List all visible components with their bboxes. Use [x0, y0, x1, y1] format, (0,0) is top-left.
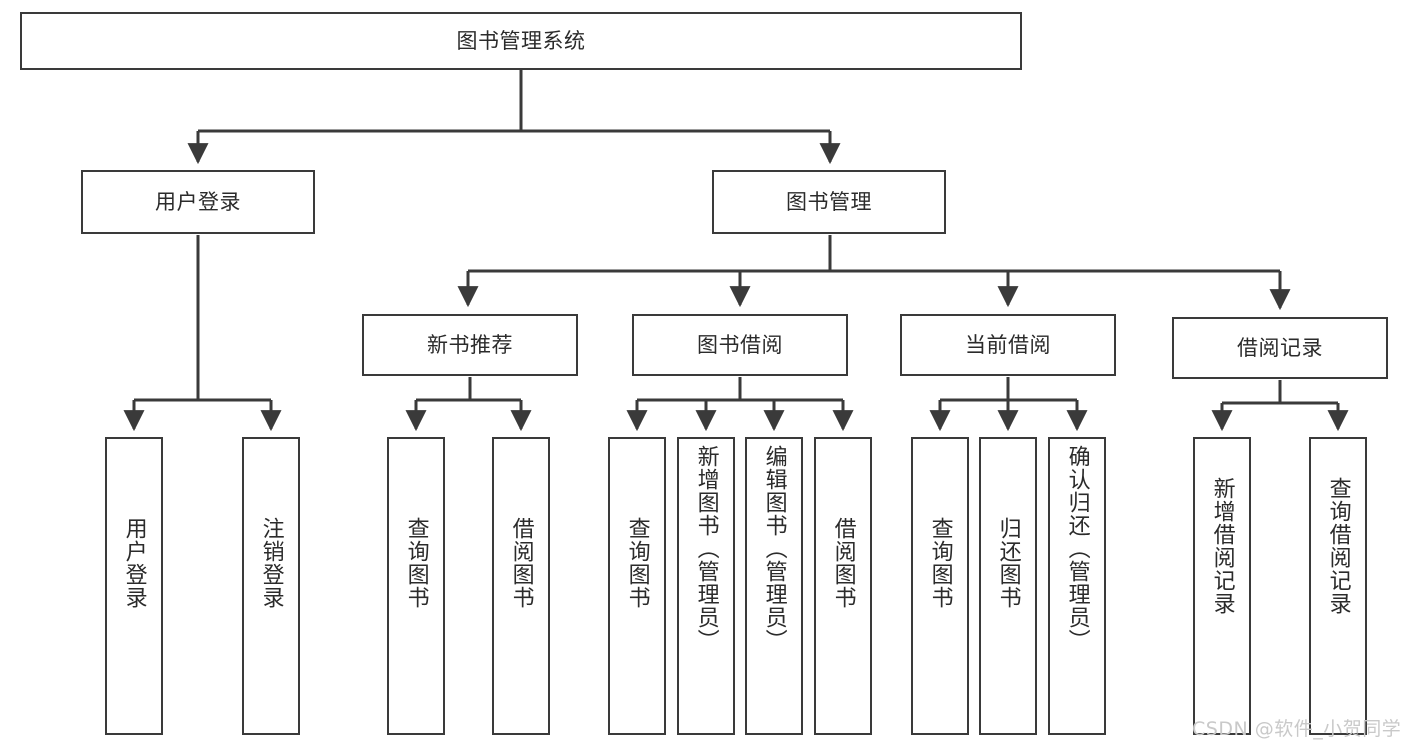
- node-leaf-query-record[interactable]: 查询借阅记录: [1309, 437, 1367, 735]
- node-leaf-user-login[interactable]: 用户登录: [105, 437, 163, 735]
- node-leaf-query-book-2-label: 查询图书: [624, 517, 650, 609]
- node-leaf-borrow-book-1-label: 借阅图书: [508, 517, 534, 609]
- node-leaf-user-logout-label: 注销登录: [258, 517, 284, 609]
- node-leaf-borrow-book-1[interactable]: 借阅图书: [492, 437, 550, 735]
- node-leaf-return-book-label: 归还图书: [995, 517, 1021, 609]
- node-leaf-confirm-return-label: 确认归还（管理员）: [1064, 445, 1090, 652]
- node-root[interactable]: 图书管理系统: [20, 12, 1022, 70]
- node-user-login-label: 用户登录: [155, 189, 241, 214]
- node-book-manage-label: 图书管理: [786, 189, 872, 214]
- node-current-borrow-label: 当前借阅: [965, 332, 1051, 357]
- node-leaf-query-book-1-label: 查询图书: [403, 517, 429, 609]
- node-book-borrow-label: 图书借阅: [697, 332, 783, 357]
- node-new-book-recommend[interactable]: 新书推荐: [362, 314, 578, 376]
- node-user-login[interactable]: 用户登录: [81, 170, 315, 234]
- node-leaf-borrow-book-2-label: 借阅图书: [830, 517, 856, 609]
- node-borrow-record[interactable]: 借阅记录: [1172, 317, 1388, 379]
- node-root-label: 图书管理系统: [456, 28, 586, 53]
- node-leaf-query-book-2[interactable]: 查询图书: [608, 437, 666, 735]
- node-borrow-record-label: 借阅记录: [1237, 335, 1323, 360]
- node-leaf-user-logout[interactable]: 注销登录: [242, 437, 300, 735]
- node-leaf-query-record-label: 查询借阅记录: [1325, 477, 1351, 615]
- node-leaf-add-record[interactable]: 新增借阅记录: [1193, 437, 1251, 735]
- node-leaf-user-login-label: 用户登录: [121, 517, 147, 609]
- node-leaf-add-book[interactable]: 新增图书（管理员）: [677, 437, 735, 735]
- node-leaf-edit-book[interactable]: 编辑图书（管理员）: [745, 437, 803, 735]
- node-leaf-add-record-label: 新增借阅记录: [1209, 477, 1235, 615]
- node-book-manage[interactable]: 图书管理: [712, 170, 946, 234]
- node-leaf-add-book-label: 新增图书（管理员）: [693, 445, 719, 652]
- node-leaf-confirm-return[interactable]: 确认归还（管理员）: [1048, 437, 1106, 735]
- node-leaf-query-book-3[interactable]: 查询图书: [911, 437, 969, 735]
- node-leaf-edit-book-label: 编辑图书（管理员）: [761, 445, 787, 652]
- node-leaf-query-book-1[interactable]: 查询图书: [387, 437, 445, 735]
- node-book-borrow[interactable]: 图书借阅: [632, 314, 848, 376]
- node-leaf-borrow-book-2[interactable]: 借阅图书: [814, 437, 872, 735]
- node-leaf-query-book-3-label: 查询图书: [927, 517, 953, 609]
- node-current-borrow[interactable]: 当前借阅: [900, 314, 1116, 376]
- node-new-book-recommend-label: 新书推荐: [427, 332, 513, 357]
- node-leaf-return-book[interactable]: 归还图书: [979, 437, 1037, 735]
